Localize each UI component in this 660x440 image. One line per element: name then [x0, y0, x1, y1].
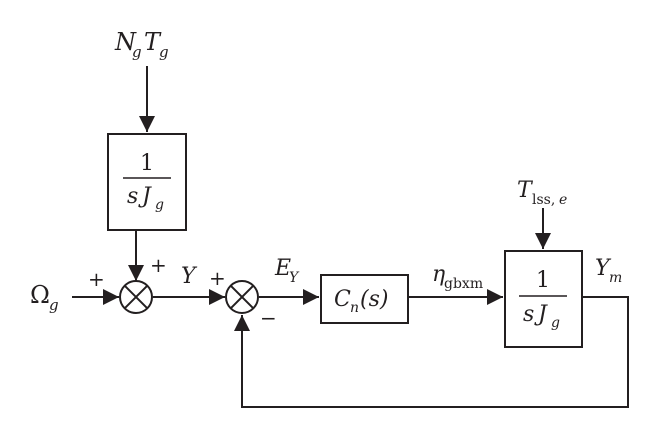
controller-subscript: n: [350, 300, 359, 316]
y-signal-label: Y: [181, 264, 198, 289]
sum1-left-sign: +: [88, 267, 105, 291]
omega-symbol: Ω: [30, 281, 50, 309]
inertia-left-subscript: g: [155, 197, 164, 213]
omega-subscript: g: [49, 296, 59, 314]
eta-symbol: η: [432, 262, 445, 287]
output-y: Y: [595, 256, 612, 281]
controller-block: C n (s): [320, 274, 409, 324]
inertia-left-s: s: [127, 184, 138, 209]
inertia-right-J: J: [534, 302, 548, 327]
output-label: Y m: [595, 256, 622, 286]
inertia-left-numerator: 1: [140, 151, 154, 176]
omega-label: Ω g: [30, 281, 59, 314]
error-subscript: Y: [289, 270, 300, 286]
inertia-right-numerator: 1: [536, 268, 550, 293]
eta-subscript: gbxm: [444, 276, 483, 292]
torque-n-subscript: g: [132, 43, 142, 61]
inertia-right-s: s: [523, 302, 534, 327]
torque-t: T: [144, 28, 162, 56]
inertia-block-right: 1 s J g: [504, 250, 583, 348]
load-torque-label: T lss, e: [517, 178, 567, 208]
load-torque-t: T: [517, 178, 534, 203]
inertia-left-J: J: [138, 184, 152, 209]
inertia-block-left: 1 s J g: [107, 133, 187, 231]
sum2-left-sign: +: [209, 266, 226, 290]
load-torque-subscript: lss,: [532, 192, 555, 208]
eta-signal-label: η gbxm: [432, 262, 483, 292]
torque-t-subscript: g: [159, 43, 169, 61]
torque-input-label: N g T g: [114, 28, 169, 61]
load-torque-subscript-e: e: [559, 192, 567, 208]
inertia-right-subscript: g: [551, 315, 560, 331]
controller-argument: (s): [360, 287, 388, 312]
summing-junction-2: [225, 280, 259, 314]
sum1-top-sign: +: [150, 253, 167, 277]
feedback-loop-arrow: [234, 296, 629, 408]
torque-n: N: [114, 28, 137, 56]
error-signal-label: E Y: [274, 256, 300, 286]
summing-junction-1: [119, 280, 153, 314]
controller-C: C: [334, 287, 351, 312]
output-subscript: m: [609, 270, 622, 286]
error-e: E: [274, 256, 291, 281]
sum2-bottom-sign: −: [260, 306, 277, 330]
